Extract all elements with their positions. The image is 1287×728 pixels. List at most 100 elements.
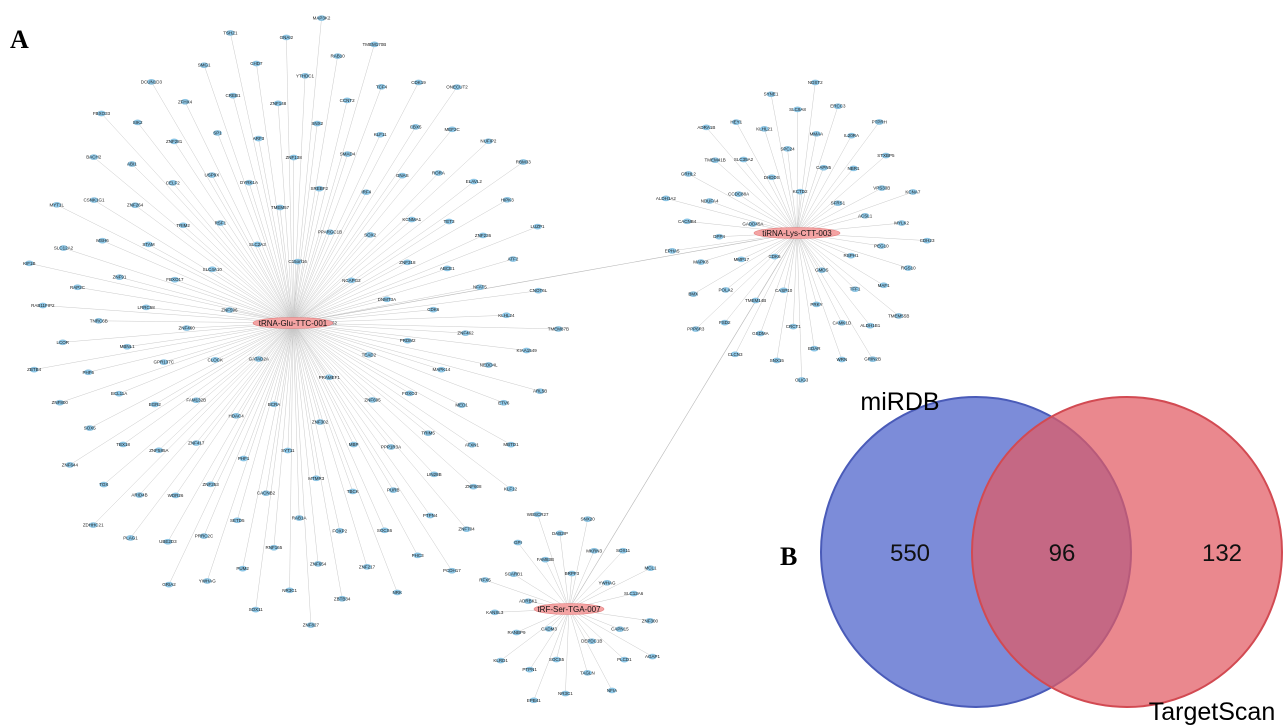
edge-glu bbox=[292, 322, 489, 366]
gene-node: ZNF827 bbox=[303, 622, 320, 628]
gene-node: ZNF236 bbox=[475, 232, 492, 239]
gene-label: SMAD4 bbox=[340, 152, 356, 157]
gene-label: SOCS6 bbox=[377, 528, 393, 533]
gene-label: PHF6 bbox=[83, 370, 95, 375]
edge-ser bbox=[556, 608, 570, 660]
edge-lys bbox=[725, 232, 798, 291]
gene-node-marker bbox=[860, 213, 870, 219]
edge-glu bbox=[77, 287, 294, 324]
gene-node-marker bbox=[756, 330, 765, 337]
gene-label: TAGLN bbox=[580, 670, 595, 675]
gene-label: TCF4 bbox=[376, 84, 388, 89]
edge-lys bbox=[796, 232, 899, 317]
gene-node: WRN bbox=[836, 356, 847, 363]
gene-node: TEAD2 bbox=[362, 352, 377, 358]
gene-node-marker bbox=[734, 191, 743, 197]
gene-label: CLOCK bbox=[207, 357, 223, 362]
gene-label: USP9X bbox=[205, 173, 220, 178]
edge-glu bbox=[230, 32, 294, 324]
gene-node-marker bbox=[812, 301, 821, 308]
gene-label: TRIM2 bbox=[176, 223, 190, 228]
edge-lys bbox=[714, 159, 798, 234]
edge-glu bbox=[175, 322, 294, 496]
gene-node-marker bbox=[392, 589, 402, 596]
gene-node: ZDHHC21 bbox=[83, 522, 104, 528]
edge-lys bbox=[796, 121, 880, 234]
gene-node-marker bbox=[154, 447, 164, 454]
gene-label: PHC3 bbox=[412, 553, 425, 558]
gene-node-marker bbox=[554, 326, 563, 332]
gene-node: SIK2 bbox=[133, 119, 143, 126]
gene-node-marker bbox=[141, 304, 151, 311]
edge-lys bbox=[796, 232, 802, 380]
gene-node-marker bbox=[457, 402, 467, 408]
gene-node-marker bbox=[231, 413, 241, 419]
glu-lys-link-edge bbox=[580, 258, 654, 272]
gene-node-marker bbox=[833, 103, 843, 109]
gene-node-marker bbox=[411, 124, 420, 130]
gene-node-marker bbox=[343, 151, 352, 157]
gene-label: GNAS bbox=[396, 173, 409, 178]
edge-ser bbox=[568, 608, 613, 691]
network-nodes: ZNF562GATAD2AC15orf16PRAMEF1ZNF596NCAPG2… bbox=[23, 15, 935, 704]
gene-label: ERCC3 bbox=[830, 104, 846, 109]
gene-label: ATF2 bbox=[508, 257, 519, 262]
gene-node: LCOR bbox=[56, 339, 70, 346]
gene-label: ARL5B bbox=[533, 389, 547, 394]
gene-node-marker bbox=[306, 622, 316, 628]
gene-label: MAP3K2 bbox=[313, 16, 331, 21]
gene-node-marker bbox=[199, 533, 209, 539]
hub-glu: tRNA-Glu-TTC-001 bbox=[252, 317, 334, 329]
gene-label: TET3 bbox=[444, 219, 455, 224]
gene-node-marker bbox=[377, 84, 386, 90]
edge-glu bbox=[292, 129, 453, 324]
gene-label: CDK6 bbox=[427, 307, 440, 312]
gene-label: ONECUT2 bbox=[446, 85, 468, 90]
gene-label: RORA bbox=[432, 171, 445, 176]
gene-label: ZFHX4 bbox=[178, 99, 193, 104]
gene-node: SLC2A3 bbox=[249, 241, 266, 248]
gene-node: NR3C1 bbox=[558, 690, 573, 697]
gene-node: SREBF2 bbox=[311, 185, 329, 192]
gene-node-marker bbox=[512, 629, 521, 636]
gene-node: CDK19 bbox=[411, 79, 426, 86]
lys-ser-link-edge bbox=[594, 525, 620, 568]
gene-node-marker bbox=[324, 374, 334, 381]
gene-label: SOX2 bbox=[364, 232, 377, 237]
gene-node: EPB41 bbox=[527, 697, 541, 704]
gene-label: PPARGC1B bbox=[318, 230, 342, 235]
gene-label: DAB2IP bbox=[552, 531, 568, 536]
gene-node-marker bbox=[85, 425, 95, 431]
gene-node-marker bbox=[182, 325, 191, 331]
gene-node: SMAD4 bbox=[340, 151, 356, 157]
edge-ser bbox=[568, 573, 573, 610]
lys-ser-link-edge bbox=[619, 483, 646, 526]
gene-label: DYRK1A bbox=[240, 180, 258, 185]
gene-node: MKRN3 bbox=[586, 548, 603, 554]
edge-glu bbox=[292, 262, 408, 324]
edge-lys bbox=[796, 167, 824, 234]
gene-node-marker bbox=[325, 229, 335, 235]
gene-node: CACNB4 bbox=[678, 218, 697, 225]
gene-node: ATF2 bbox=[508, 256, 519, 262]
gene-node-marker bbox=[127, 161, 137, 167]
gene-node-marker bbox=[535, 388, 545, 394]
gene-node: RSPH1 bbox=[844, 252, 859, 259]
gene-label: NDST2 bbox=[808, 80, 823, 85]
edge-glu bbox=[292, 322, 398, 593]
gene-node: AGAP1 bbox=[645, 653, 660, 660]
gene-label: HEY1 bbox=[730, 120, 742, 125]
gene-node: EGR2 bbox=[149, 401, 161, 408]
gene-label: KANSL3 bbox=[486, 610, 504, 615]
gene-node: SMG1 bbox=[198, 62, 211, 68]
gene-label: ZNF644 bbox=[62, 462, 79, 467]
gene-node: GRIN2B bbox=[864, 356, 881, 362]
gene-node-marker bbox=[533, 511, 542, 518]
gene-label: ALDH1A2 bbox=[656, 196, 677, 201]
edge-lys bbox=[770, 94, 798, 234]
gene-node-marker bbox=[413, 552, 422, 559]
gene-node-marker bbox=[496, 657, 505, 664]
gene-node-marker bbox=[793, 106, 802, 113]
gene-node: KIAA1549 bbox=[516, 347, 537, 354]
gene-node-marker bbox=[52, 202, 62, 208]
